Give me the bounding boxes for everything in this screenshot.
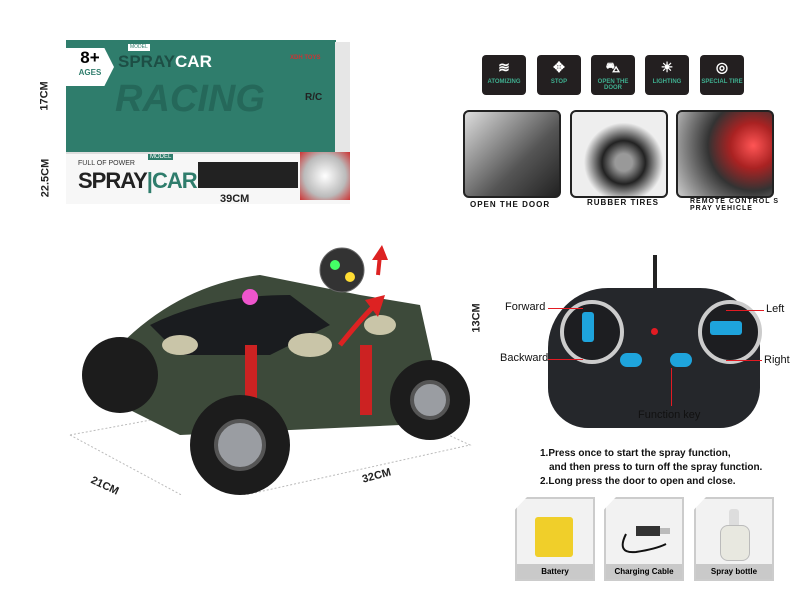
bottle-icon xyxy=(720,525,750,561)
box-height-dim: 17CM xyxy=(38,81,51,111)
model-badge: MODEL xyxy=(128,44,150,51)
pointer-line xyxy=(726,360,762,361)
battery-icon xyxy=(535,517,573,557)
usb-cable-icon xyxy=(621,526,670,554)
feature-lighting: ☀LIGHTING xyxy=(645,55,689,95)
label-backward: Backward xyxy=(500,352,549,364)
box-feature-strip xyxy=(198,162,298,188)
box-slogan: FULL OF POWER xyxy=(78,160,135,167)
box-width-dim: 39CM xyxy=(220,193,250,205)
photo-open-door xyxy=(463,110,561,198)
arrows-icon: ✥ xyxy=(553,59,565,75)
photo-rubber-tires xyxy=(570,110,668,198)
label-left: Left xyxy=(766,303,785,315)
instructions: 1.Press once to start the spray function… xyxy=(540,448,763,487)
label-forward: Forward xyxy=(505,301,546,313)
car-door-icon: ⛍ xyxy=(605,59,621,75)
brand-logo: XDH TOYS xyxy=(290,55,321,61)
door-button xyxy=(620,353,642,367)
box-top-title: SPRAYCAR xyxy=(118,52,212,71)
photo-spray-vehicle xyxy=(676,110,774,198)
accessory-battery: Battery xyxy=(515,497,595,581)
caption-rubber-tires: RUBBER TIRES xyxy=(587,198,660,207)
feature-open-door: ⛍OPEN THE DOOR xyxy=(591,55,635,95)
pointer-line xyxy=(671,368,672,406)
feature-stop: ✥STOP xyxy=(537,55,581,95)
box-spray-image xyxy=(300,152,350,200)
label-function-key: Function key xyxy=(638,409,701,421)
tire-icon: ◎ xyxy=(715,59,729,75)
accessory-charging-cable: Charging Cable xyxy=(604,497,684,581)
label-right: Right xyxy=(764,354,790,366)
antenna-cable xyxy=(653,255,657,290)
age-badge: 8+ AGES xyxy=(66,48,114,86)
box-front-title: SPRAY|CAR xyxy=(78,168,198,193)
function-key-button xyxy=(670,353,692,367)
pointer-line xyxy=(726,310,764,311)
box-side xyxy=(335,42,350,152)
forward-backward-lever xyxy=(582,312,594,342)
caption-spray-vehicle: REMOTE CONTROL S PRAY VEHICLE xyxy=(690,198,779,212)
bottle-cap xyxy=(729,509,739,525)
left-right-lever xyxy=(710,321,742,335)
accessory-spray-bottle: Spray bottle xyxy=(694,497,774,581)
power-led xyxy=(651,328,658,335)
bulb-icon: ☀ xyxy=(660,59,674,75)
car-height-dim: 13CM xyxy=(470,303,483,333)
box-depth-dim: 22.5CM xyxy=(39,158,52,198)
caption-open-door: OPEN THE DOOR xyxy=(470,200,551,209)
car-illustration xyxy=(68,245,472,495)
box-window xyxy=(66,40,336,152)
feature-special-tire: ◎SPECIAL TIRE xyxy=(700,55,744,95)
pointer-line xyxy=(548,308,583,309)
rc-logo: R/C xyxy=(305,92,323,103)
pointer-line xyxy=(548,359,583,360)
box-watermark: RACING xyxy=(115,78,265,120)
spray-icon: ≋ xyxy=(498,59,510,75)
feature-atomizing: ≋ATOMIZING xyxy=(482,55,526,95)
